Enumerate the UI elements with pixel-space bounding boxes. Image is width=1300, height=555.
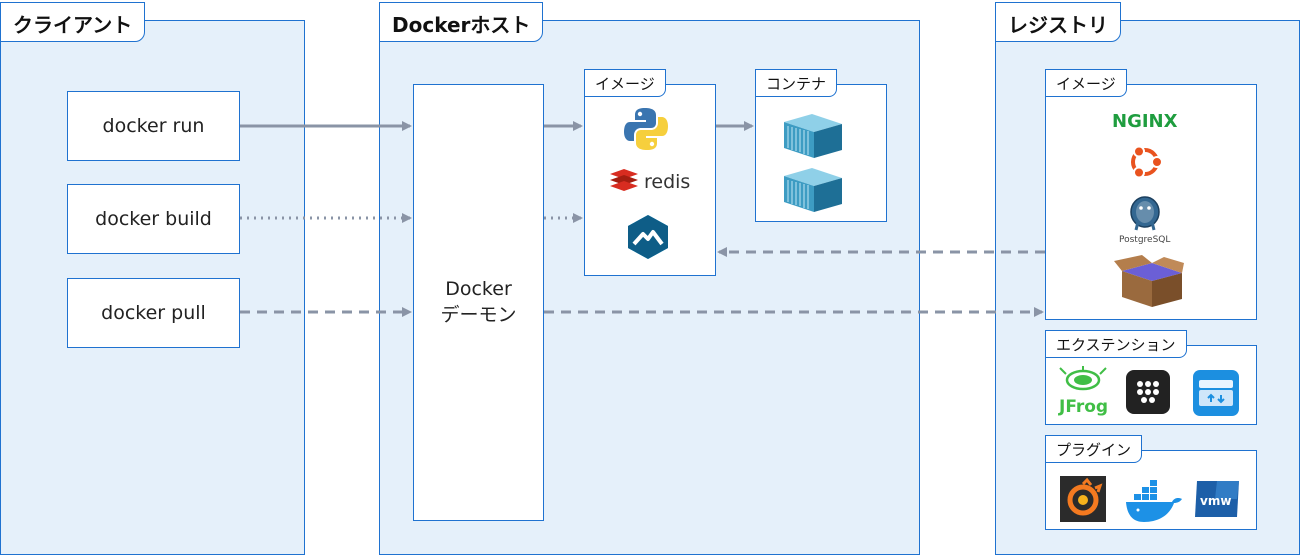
dots-grid-icon [1126, 370, 1170, 414]
vmw-wordmark: vmw [1200, 494, 1231, 508]
jfrog-icon: JFrog [1058, 366, 1108, 417]
host-containers-label: コンテナ [755, 69, 838, 97]
docker-daemon: Docker デーモン [413, 84, 544, 521]
redis-wordmark: redis [644, 171, 690, 193]
registry-box-icon [1193, 370, 1239, 416]
postgresql-icon: PostgreSQL [1119, 196, 1170, 245]
vmw-icon: vmw [1195, 481, 1239, 517]
jfrog-wordmark: JFrog [1058, 397, 1108, 417]
registry-images-label: イメージ [1045, 69, 1127, 97]
docker-host-title: Dockerホスト [379, 2, 544, 42]
registry-title: レジストリ [995, 2, 1121, 42]
docker-build-command: docker build [67, 184, 240, 254]
nginx-wordmark: NGINX [1112, 111, 1178, 132]
portainer-icon [628, 215, 668, 259]
container-icon-1 [784, 114, 842, 158]
docker-pull-command: docker pull [67, 278, 240, 348]
python-icon [624, 108, 668, 150]
registry-extensions-label: エクステンション [1045, 330, 1187, 358]
box-icon [1114, 255, 1184, 307]
container-icon-2 [784, 168, 842, 212]
client-title: クライアント [0, 2, 146, 42]
docker-run-command: docker run [67, 91, 240, 161]
ubuntu-icon [1131, 145, 1163, 179]
redis-icon: redis [610, 169, 690, 193]
grafana-icon [1060, 476, 1106, 522]
nginx-icon: NGINX [1112, 111, 1178, 132]
daemon-label-line1: Docker [445, 278, 512, 300]
registry-plugins-label: プラグイン [1045, 435, 1143, 463]
daemon-label-line2: デーモン [440, 304, 517, 326]
host-images-label: イメージ [584, 69, 666, 97]
docker-whale-icon [1126, 480, 1182, 522]
postgresql-wordmark: PostgreSQL [1119, 235, 1170, 245]
